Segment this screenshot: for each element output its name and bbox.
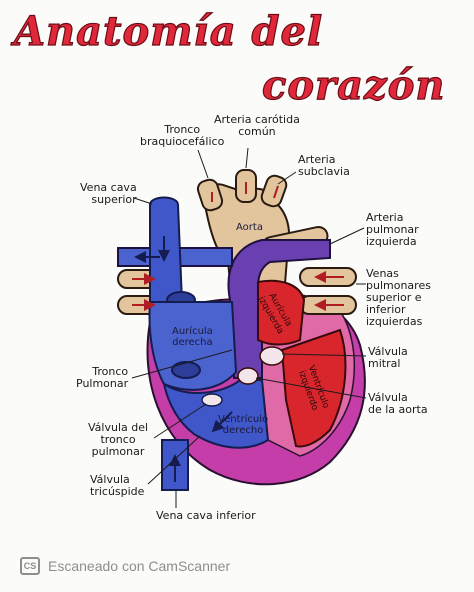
camscanner-logo-icon: CS <box>20 557 40 575</box>
aortic-valve <box>237 367 259 385</box>
leader-tricuspide <box>147 435 201 485</box>
leader-mitral <box>281 353 367 357</box>
aorta-arrow-3 <box>273 185 279 199</box>
leader-carotida <box>245 147 249 169</box>
right-ventricle <box>162 379 270 449</box>
camscanner-watermark: CS Escaneado con CamScanner <box>20 556 230 576</box>
mitral-valve <box>259 346 285 366</box>
leader-subclavia <box>277 171 297 185</box>
leader-lines <box>131 147 367 508</box>
aorta-branch-1 <box>196 178 224 212</box>
title-line-1: Anatomía del <box>13 7 324 55</box>
aorta-branch-3 <box>260 174 288 208</box>
camscanner-text: Escaneado con CamScanner <box>48 558 231 574</box>
leader-api <box>329 227 365 245</box>
leader-tronco <box>131 349 233 379</box>
arrow-rv <box>211 411 233 433</box>
leader-vcs <box>133 197 153 205</box>
pulmonary-valve <box>201 393 223 407</box>
leader-braquio <box>197 149 209 179</box>
leader-aorta-valve <box>255 377 367 399</box>
inner-label-aorta: Aorta <box>236 222 263 233</box>
label-vena-cava-inferior: Vena cava inferior <box>156 509 256 522</box>
coronary-sinus <box>171 361 201 379</box>
superior-vena-cava <box>149 196 184 303</box>
title-line-2: corazón <box>261 61 446 109</box>
leader-valv-tronco <box>153 403 207 439</box>
left-atrium <box>257 279 306 346</box>
